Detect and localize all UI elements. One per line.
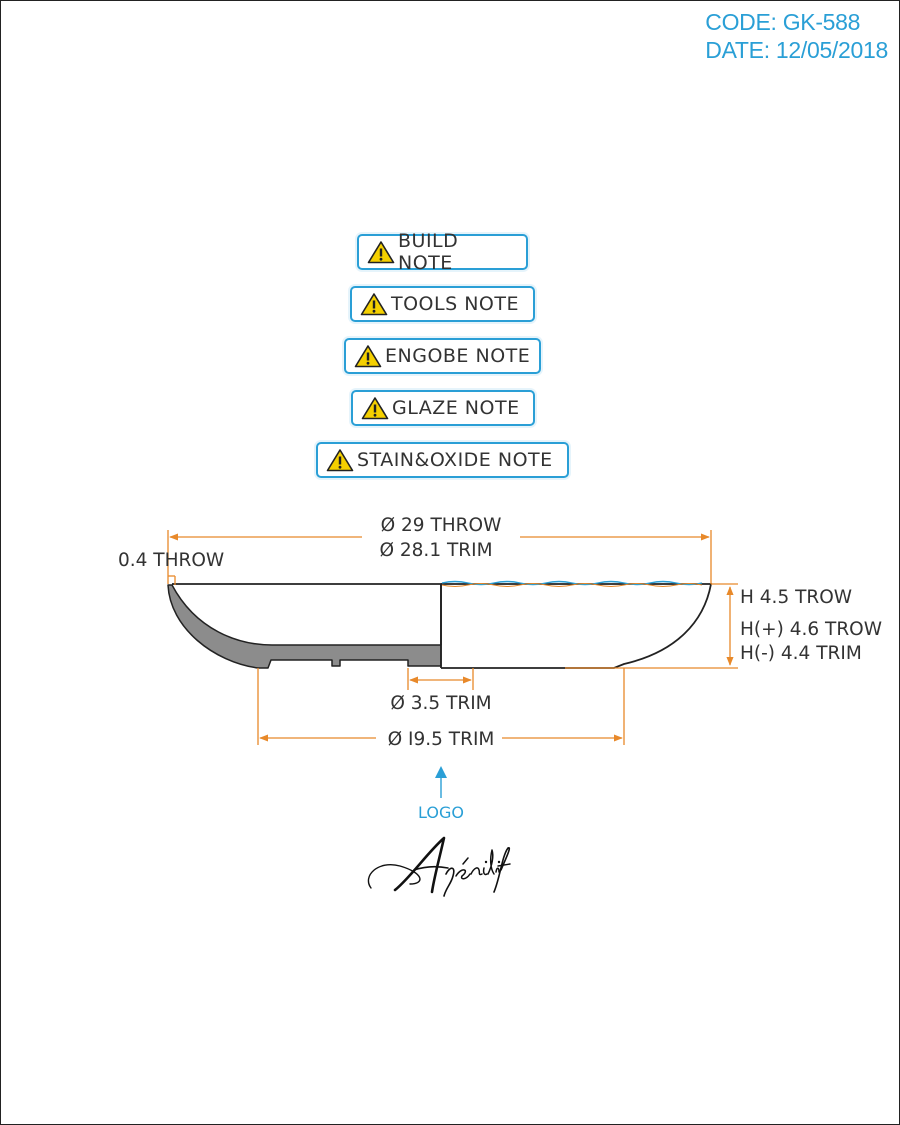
- height-plus-label: H(+) 4.6 TROW: [740, 619, 882, 640]
- glaze-note-button[interactable]: GLAZE NOTE: [351, 390, 535, 426]
- warning-icon: [361, 397, 389, 420]
- aperitif-signature-logo: [367, 836, 511, 897]
- diameter-throw-label: Ø 29 THROW: [381, 515, 502, 536]
- warning-icon: [354, 345, 382, 368]
- logo-pointer-arrow-icon: [435, 766, 447, 778]
- foot-trim-label: Ø I9.5 TRIM: [388, 729, 495, 750]
- wavy-rim-inner: [441, 583, 703, 587]
- bowl-exterior-outline: [441, 583, 713, 669]
- product-code: CODE: GK-588: [705, 9, 861, 35]
- rim-thickness-label: 0.4 THROW: [118, 550, 224, 571]
- logo-label: LOGO: [418, 803, 464, 822]
- height-minus-label: H(-) 4.4 TRIM: [740, 643, 862, 664]
- bowl-section-profile: [167, 584, 442, 669]
- title-block: CODE: GK-588 DATE: 12/05/2018: [705, 8, 888, 64]
- height-throw-label: H 4.5 TROW: [740, 587, 852, 608]
- warning-icon: [326, 449, 354, 472]
- stain-oxide-note-label: STAIN&OXIDE NOTE: [357, 449, 553, 471]
- diameter-trim-label: Ø 28.1 TRIM: [379, 540, 492, 561]
- stain-oxide-note-button[interactable]: STAIN&OXIDE NOTE: [316, 442, 569, 478]
- tools-note-button[interactable]: TOOLS NOTE: [350, 286, 535, 322]
- warning-icon: [367, 241, 395, 264]
- tools-note-label: TOOLS NOTE: [391, 293, 519, 315]
- build-note-button[interactable]: BUILD NOTE: [357, 230, 528, 274]
- glaze-note-label: GLAZE NOTE: [392, 397, 520, 419]
- warning-icon: [360, 293, 388, 316]
- engobe-note-label: ENGOBE NOTE: [385, 345, 531, 367]
- inner-foot-trim-label: Ø 3.5 TRIM: [390, 693, 491, 714]
- drawing-date: DATE: 12/05/2018: [705, 37, 888, 63]
- engobe-note-button[interactable]: ENGOBE NOTE: [344, 338, 541, 374]
- dimension-lines: [167, 530, 738, 745]
- build-note-label: BUILD NOTE: [398, 230, 459, 274]
